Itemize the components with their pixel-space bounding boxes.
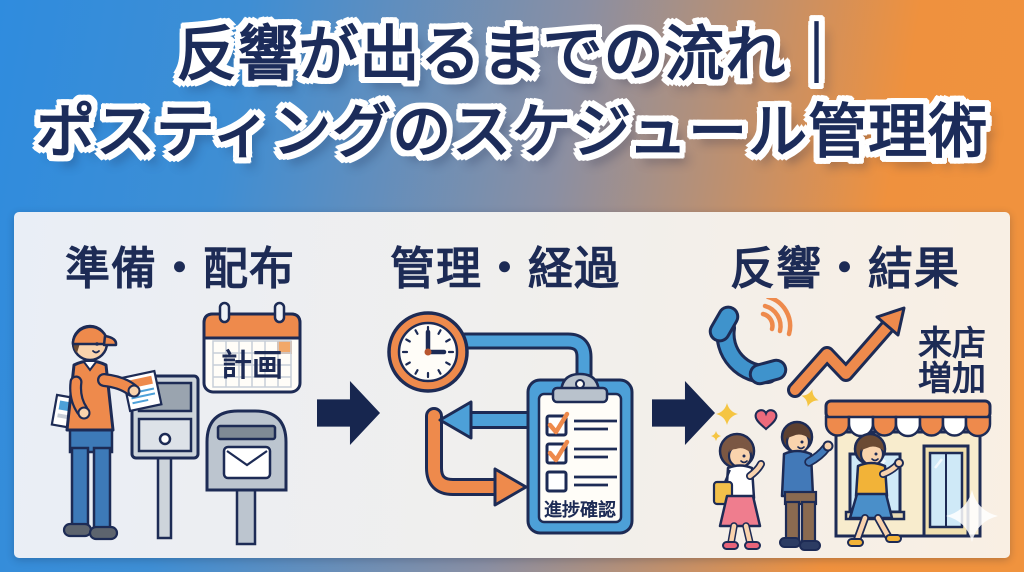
step-header-preparation: 準備・配布 bbox=[64, 243, 295, 294]
result-label-line1: 来店 bbox=[918, 325, 986, 363]
page-title: 反響が出るまでの流れ｜ ポスティングのスケジュール管理術 bbox=[0, 16, 1024, 171]
step2-illustration: 進捗確認 bbox=[387, 311, 634, 535]
result-label-line2: 増加 bbox=[918, 360, 986, 398]
checklist bbox=[545, 411, 617, 493]
clock-icon bbox=[387, 311, 469, 393]
connector-pipe bbox=[456, 332, 593, 399]
visitor-girl bbox=[847, 432, 904, 547]
step-header-management: 管理・経過 bbox=[389, 243, 620, 294]
heart-icon bbox=[754, 409, 778, 431]
cycle-arrows-icon bbox=[425, 400, 539, 507]
clipboard-progress-label: 進捗確認 bbox=[544, 499, 616, 520]
visitor-woman bbox=[712, 432, 765, 550]
sparkle-icon bbox=[946, 490, 998, 542]
calendar-plan-label: 計画 bbox=[221, 348, 283, 383]
phone-icon bbox=[708, 305, 788, 386]
visitor-man bbox=[779, 420, 834, 551]
sparkle-icon bbox=[801, 389, 819, 407]
title-line-1: 反響が出るまでの流れ｜ bbox=[176, 21, 848, 88]
step-header-result: 反響・結果 bbox=[729, 243, 960, 294]
step3-illustration: 来店 増加 bbox=[708, 298, 998, 551]
title-line-2: ポスティングのスケジュール管理術 bbox=[35, 99, 989, 165]
content-card: 準備・配布 管理・経過 反響・結果 計画 bbox=[14, 212, 1010, 558]
sparkle-icon bbox=[716, 403, 738, 425]
signal-waves-icon bbox=[760, 298, 793, 337]
calendar-icon: 計画 bbox=[202, 301, 302, 394]
sparkle-icon bbox=[711, 431, 721, 441]
flow-arrow-icon bbox=[317, 381, 381, 445]
clipboard-icon: 進捗確認 bbox=[526, 372, 634, 535]
post-mailbox-icon bbox=[205, 409, 288, 546]
step1-illustration: 計画 bbox=[50, 301, 302, 546]
growth-arrow-icon bbox=[787, 306, 906, 398]
flow-arrow-icon bbox=[652, 381, 716, 445]
delivery-worker-illustration bbox=[50, 324, 163, 541]
